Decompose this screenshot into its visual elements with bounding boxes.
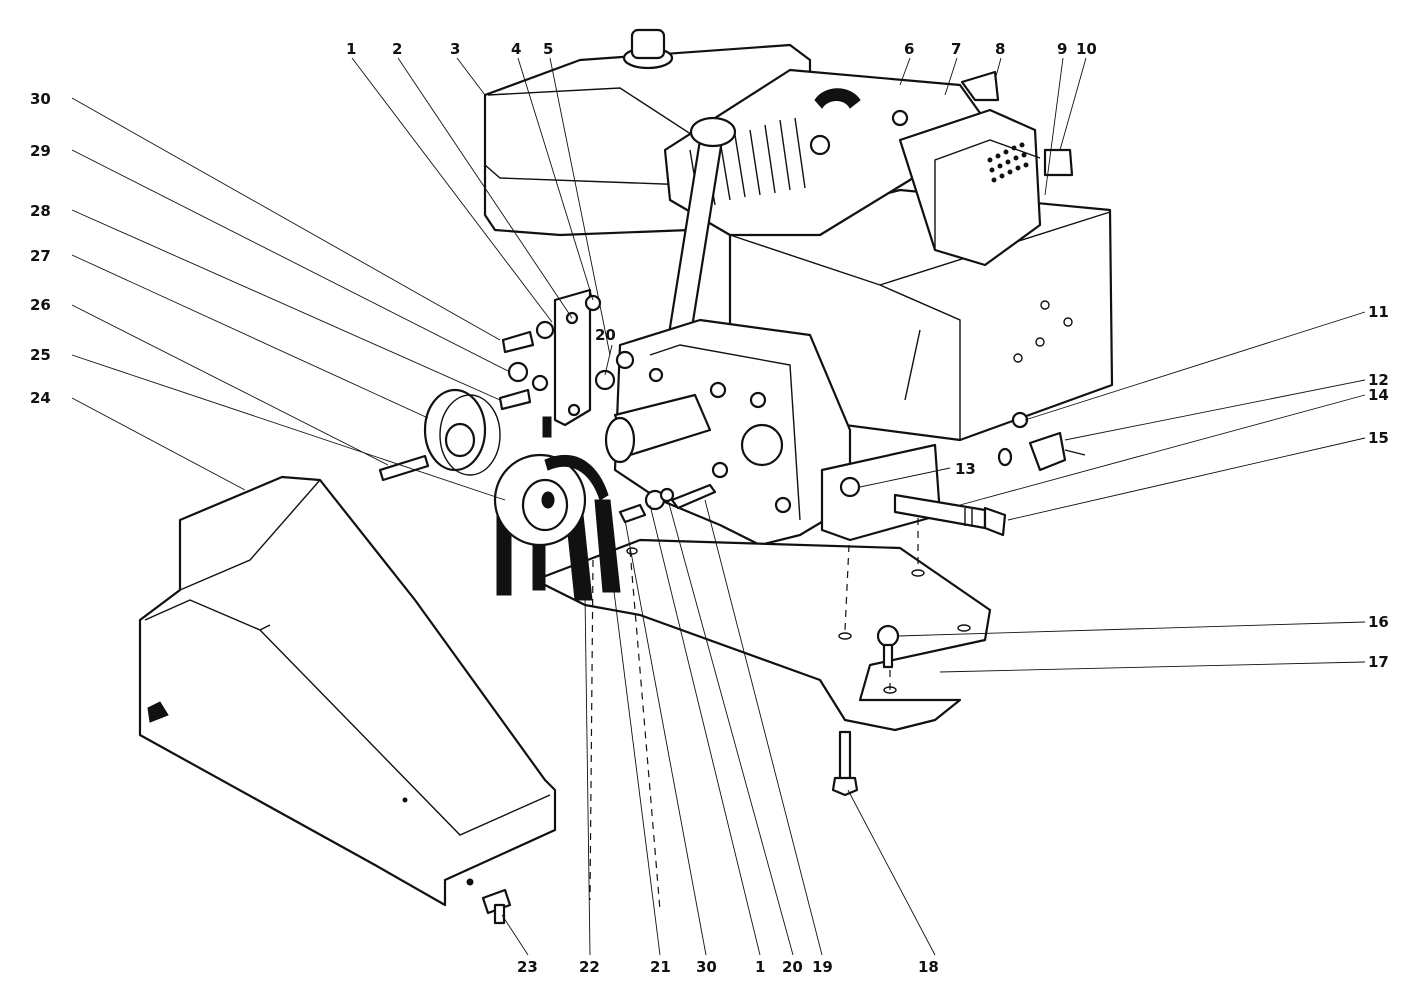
callout-16: 16 <box>1368 613 1389 631</box>
callout-6: 6 <box>904 40 914 58</box>
callout-23: 23 <box>517 958 538 976</box>
callout-14: 14 <box>1368 386 1389 404</box>
callout-labels: 1 2 3 4 5 6 7 8 9 10 11 12 13 14 15 16 1… <box>30 40 1389 976</box>
dipstick-tube <box>666 116 737 342</box>
shield-plate <box>1043 148 1074 177</box>
deflector <box>960 70 1000 102</box>
callout-17: 17 <box>1368 653 1389 671</box>
callout-2: 2 <box>392 40 402 58</box>
engine-pulley <box>378 388 501 482</box>
callout-29: 29 <box>30 142 51 160</box>
callout-1-bottom: 1 <box>755 958 765 976</box>
lower-small-hardware <box>618 483 717 524</box>
callout-30-left: 30 <box>30 90 51 108</box>
callout-13: 13 <box>955 460 976 478</box>
callout-20-mid: 20 <box>595 326 616 344</box>
callout-27: 27 <box>30 247 51 265</box>
bolt-23 <box>481 888 512 925</box>
leader-lines <box>71 57 1366 956</box>
callout-9: 9 <box>1057 40 1067 58</box>
callout-12: 12 <box>1368 371 1389 389</box>
callout-1-top: 1 <box>346 40 356 58</box>
callout-19: 19 <box>812 958 833 976</box>
callout-28: 28 <box>30 202 51 220</box>
crankshaft <box>604 393 712 464</box>
callout-25: 25 <box>30 346 51 364</box>
callout-26: 26 <box>30 296 51 314</box>
axle-shaft <box>893 493 1007 537</box>
mounting-bracket <box>553 288 602 427</box>
belt-guard <box>138 475 557 907</box>
callout-4: 4 <box>511 40 521 58</box>
fuel-tank <box>483 28 812 237</box>
callout-15: 15 <box>1368 429 1389 447</box>
callout-10: 10 <box>1076 40 1097 58</box>
callout-7: 7 <box>951 40 961 58</box>
callout-21: 21 <box>650 958 671 976</box>
callout-30-bottom: 30 <box>696 958 717 976</box>
callout-3: 3 <box>450 40 460 58</box>
callout-5: 5 <box>543 40 553 58</box>
muffler <box>898 70 1074 267</box>
callout-18: 18 <box>918 958 939 976</box>
bolt-18 <box>831 730 859 797</box>
callout-22: 22 <box>579 958 600 976</box>
muffler-vent-holes <box>987 142 1029 183</box>
drive-pulley-and-belts <box>493 453 621 601</box>
callout-24: 24 <box>30 389 51 407</box>
callout-8: 8 <box>995 40 1005 58</box>
small-hardware-right <box>997 411 1086 472</box>
callout-20-bottom: 20 <box>782 958 803 976</box>
callout-11: 11 <box>1368 303 1389 321</box>
gear-case <box>613 318 852 547</box>
small-hardware-left <box>498 320 635 438</box>
mount-plate <box>533 443 992 732</box>
assembly-lines <box>589 518 919 911</box>
